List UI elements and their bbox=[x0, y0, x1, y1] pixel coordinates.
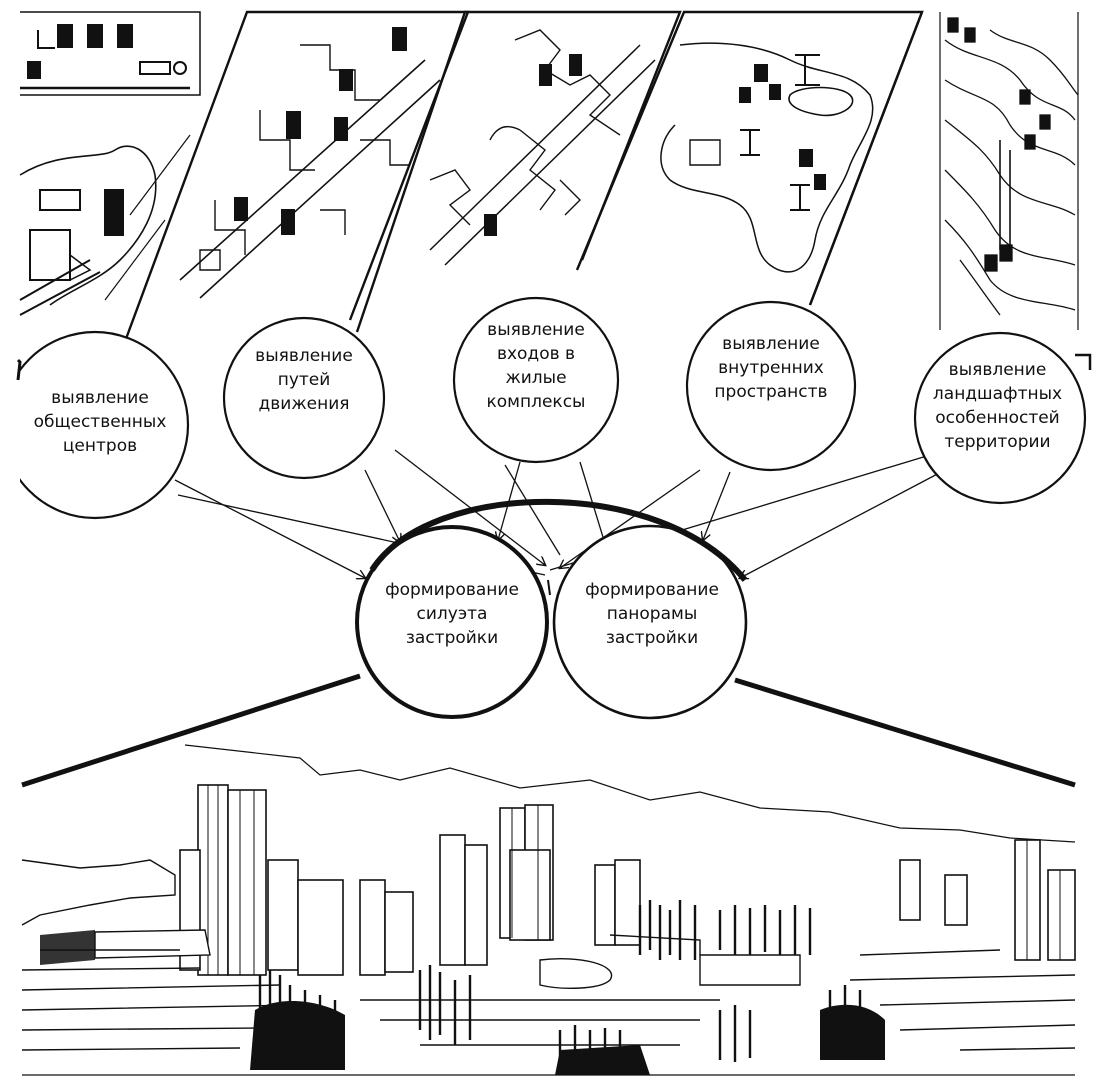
node-circle-entrances bbox=[452, 296, 620, 464]
label-line: выявление bbox=[948, 360, 1047, 380]
label-line: выявление bbox=[255, 346, 353, 366]
label-line: силуэта bbox=[416, 604, 488, 625]
map-panel-landscape bbox=[808, 11, 1079, 330]
label-line: пространств bbox=[714, 382, 828, 403]
label-line: выявление bbox=[51, 388, 149, 408]
label-line: застройки bbox=[605, 628, 699, 649]
node-label-movement-paths: выявление путей движения bbox=[234, 344, 374, 416]
label-line: комплексы bbox=[486, 392, 586, 413]
label-line: территории bbox=[944, 432, 1051, 453]
label-line: формирование bbox=[585, 580, 719, 600]
node-circle-movement-paths bbox=[222, 316, 386, 480]
node-label-silhouette: формирование силуэта застройки bbox=[372, 578, 532, 650]
node-circle-panorama bbox=[552, 524, 748, 720]
node-label-public-centers: выявление общественных центров bbox=[20, 386, 180, 458]
label-line: застройки bbox=[405, 628, 499, 649]
node-circle-silhouette bbox=[355, 525, 549, 719]
funnel-lines bbox=[21, 673, 1076, 788]
bold-arc bbox=[369, 498, 748, 582]
label-line: выявление bbox=[487, 320, 585, 340]
node-label-inner-spaces: выявление внутренних пространств bbox=[696, 332, 846, 404]
node-circle-inner-spaces bbox=[685, 300, 857, 472]
label-line: общественных bbox=[33, 412, 167, 433]
node-label-entrances: выявление входов в жилые комплексы bbox=[466, 318, 606, 415]
label-line: жилые bbox=[505, 368, 567, 389]
label-line: выявление bbox=[722, 334, 820, 354]
label-line: формирование bbox=[385, 580, 519, 600]
top-node-circles bbox=[0, 296, 1087, 520]
bottom-node-circles bbox=[355, 524, 748, 720]
label-line: панорамы bbox=[606, 604, 698, 625]
city-panorama bbox=[21, 744, 1076, 1076]
node-label-panorama: формирование панорамы застройки bbox=[572, 578, 732, 650]
label-line: путей bbox=[277, 370, 331, 391]
map-panel-movement-paths bbox=[118, 10, 470, 356]
label-line: внутренних bbox=[718, 358, 824, 379]
label-line: ландшафтных bbox=[932, 384, 1063, 405]
label-line: особенностей bbox=[935, 408, 1060, 429]
label-line: центров bbox=[62, 436, 138, 457]
map-panel-entrances bbox=[355, 10, 682, 333]
node-circle-landscape bbox=[913, 331, 1087, 505]
label-line: входов в bbox=[496, 344, 576, 365]
node-label-landscape: выявление ландшафтных особенностей терри… bbox=[920, 358, 1075, 455]
label-line: движения bbox=[258, 394, 350, 415]
map-panel-public-centers bbox=[19, 11, 201, 316]
